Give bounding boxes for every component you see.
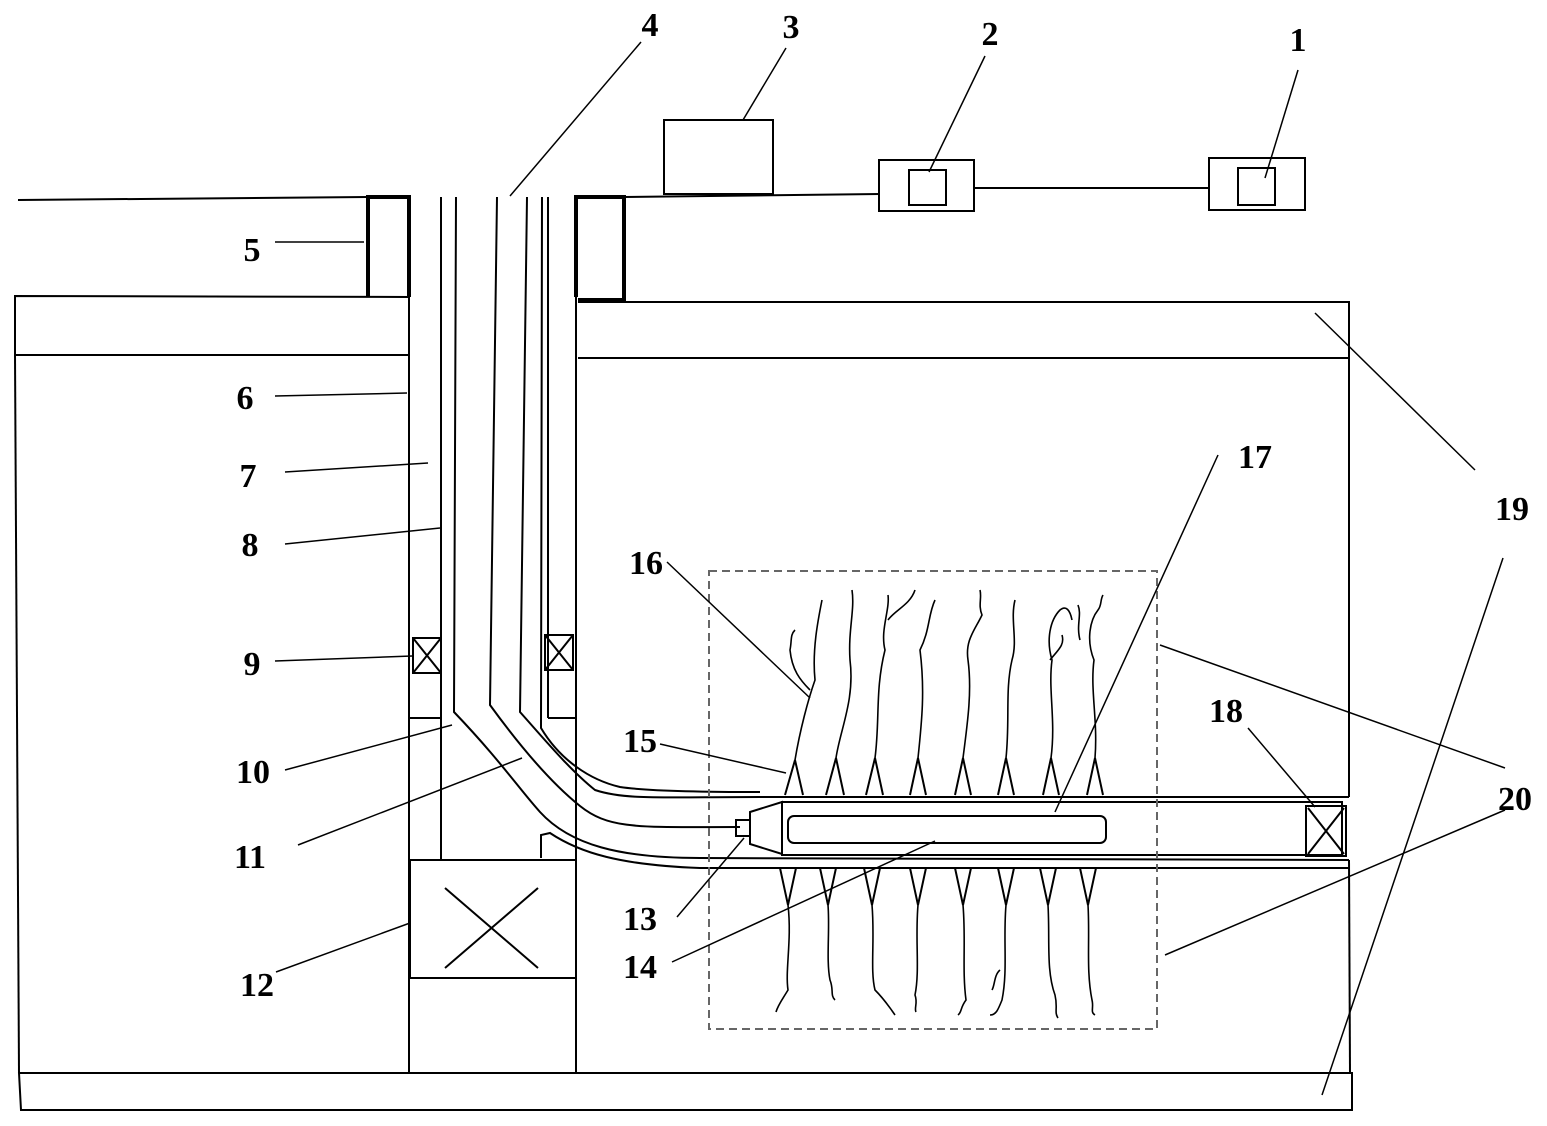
label-16: 16 <box>629 545 663 582</box>
label-18: 18 <box>1209 693 1243 730</box>
label-20: 20 <box>1498 781 1532 818</box>
cap-layer-right <box>578 301 1350 359</box>
label-6: 6 <box>237 380 254 417</box>
label-11: 11 <box>234 839 266 876</box>
label-10: 10 <box>236 754 270 791</box>
tubing-10 <box>452 196 1350 861</box>
equipment-box-2-inner <box>908 169 947 206</box>
cap-layer-left <box>14 294 411 356</box>
equipment-box-1-inner <box>1237 167 1276 206</box>
jet-tool <box>735 800 1343 856</box>
tool-head <box>749 800 783 856</box>
label-19: 19 <box>1495 491 1529 528</box>
tool-inner-tube <box>787 815 1107 844</box>
formation-left-edge <box>14 354 20 1074</box>
equipment-box-1-outer <box>1208 157 1306 211</box>
label-5: 5 <box>244 232 261 269</box>
stimulation-zone <box>708 570 1158 1030</box>
tubing-11-outer <box>488 196 741 829</box>
label-17: 17 <box>1238 439 1272 476</box>
part-labels: 1 2 3 4 5 6 7 8 9 10 11 12 13 14 15 16 1… <box>234 7 1532 1004</box>
label-8: 8 <box>242 527 259 564</box>
tubing-15-wall <box>539 196 761 793</box>
label-7: 7 <box>240 458 257 495</box>
bridge-plug <box>1305 805 1347 857</box>
leader-lines <box>274 41 1506 1096</box>
label-15: 15 <box>623 723 657 760</box>
fractures <box>775 589 1104 1019</box>
tubing-11-inner <box>518 196 1349 799</box>
junction-chamber <box>409 859 577 979</box>
label-12: 12 <box>240 967 274 1004</box>
label-13: 13 <box>623 901 657 938</box>
tool-body <box>781 801 1343 856</box>
label-1: 1 <box>1290 22 1307 59</box>
equipment-box-3 <box>663 119 774 195</box>
perforation-cones <box>779 757 1104 906</box>
equipment-box-2-outer <box>878 159 975 212</box>
label-9: 9 <box>244 646 261 683</box>
bottom-layer <box>17 1072 1353 1111</box>
label-14: 14 <box>623 949 657 986</box>
packer-left <box>412 637 442 674</box>
packer-right <box>544 634 574 671</box>
formation-right-edge-lower <box>1348 859 1351 1074</box>
tubing-strings <box>452 196 1350 861</box>
formation-layers <box>14 294 1353 1111</box>
label-3: 3 <box>783 9 800 46</box>
label-2: 2 <box>982 16 999 53</box>
label-4: 4 <box>642 7 659 44</box>
surface-equipment <box>663 119 1306 212</box>
lateral-borehole-lower <box>540 831 1349 869</box>
packers <box>412 634 574 674</box>
ground-surface <box>17 193 881 201</box>
